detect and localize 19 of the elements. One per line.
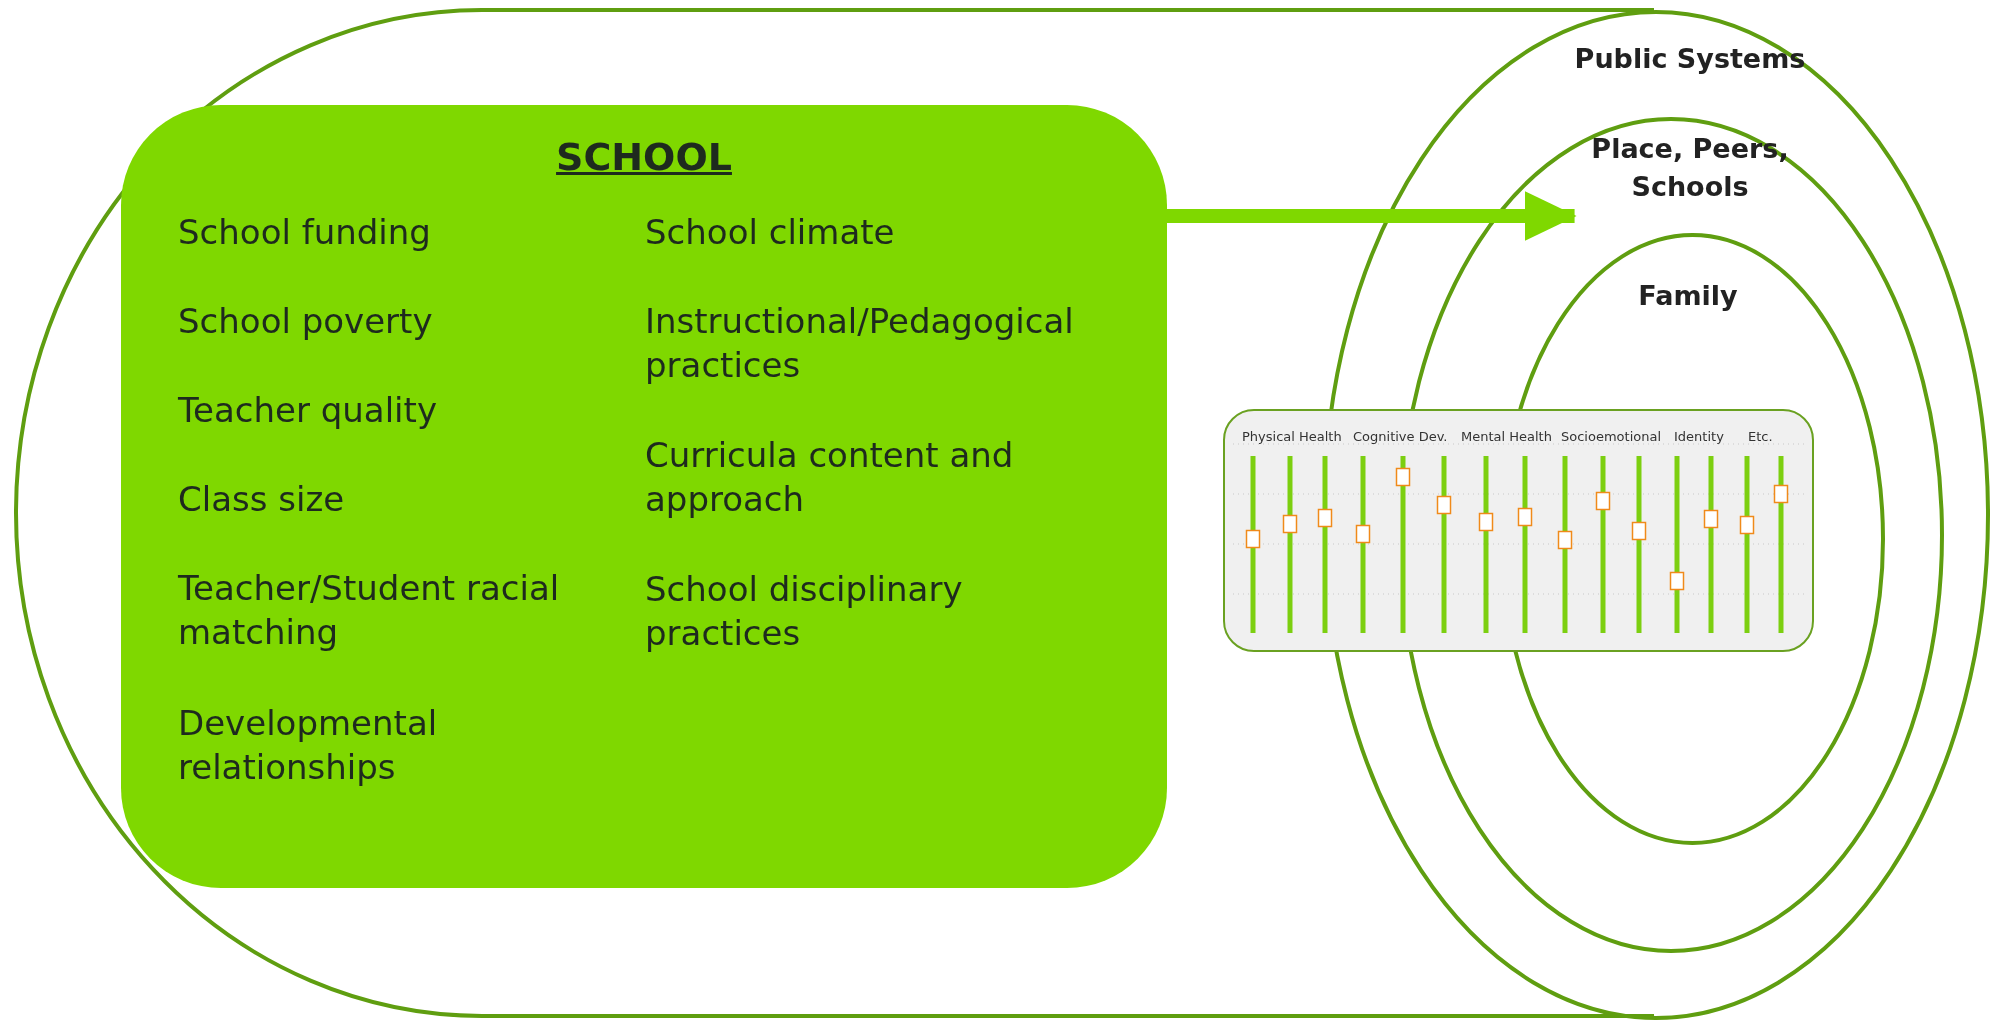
slider-label: Mental Health: [1461, 429, 1552, 444]
factor-text: Developmental relationships: [178, 702, 439, 789]
slider-label: Socioemotional: [1561, 429, 1661, 444]
ring-label: Family: [1637, 279, 1739, 313]
factor-text: School poverty: [178, 300, 434, 343]
factor-text: Curricula content and approach: [645, 434, 1015, 521]
slider-label: Cognitive Dev.: [1353, 429, 1448, 444]
factor-text: Teacher/Student racial matching: [178, 567, 561, 654]
factor-text: School disciplinary practices: [645, 568, 964, 655]
section-title: SCHOOL: [556, 135, 732, 179]
factor-text: School climate: [645, 211, 896, 254]
slider-label: Identity: [1674, 429, 1724, 444]
factor-text: Instructional/Pedagogical practices: [645, 300, 1075, 387]
slider-label: Physical Health: [1242, 429, 1342, 444]
factor-text: Teacher quality: [178, 389, 438, 432]
slider-label: Etc.: [1748, 429, 1773, 444]
factor-text: School funding: [178, 211, 432, 254]
factor-text: Class size: [178, 478, 346, 521]
arrow: [1165, 191, 1577, 241]
